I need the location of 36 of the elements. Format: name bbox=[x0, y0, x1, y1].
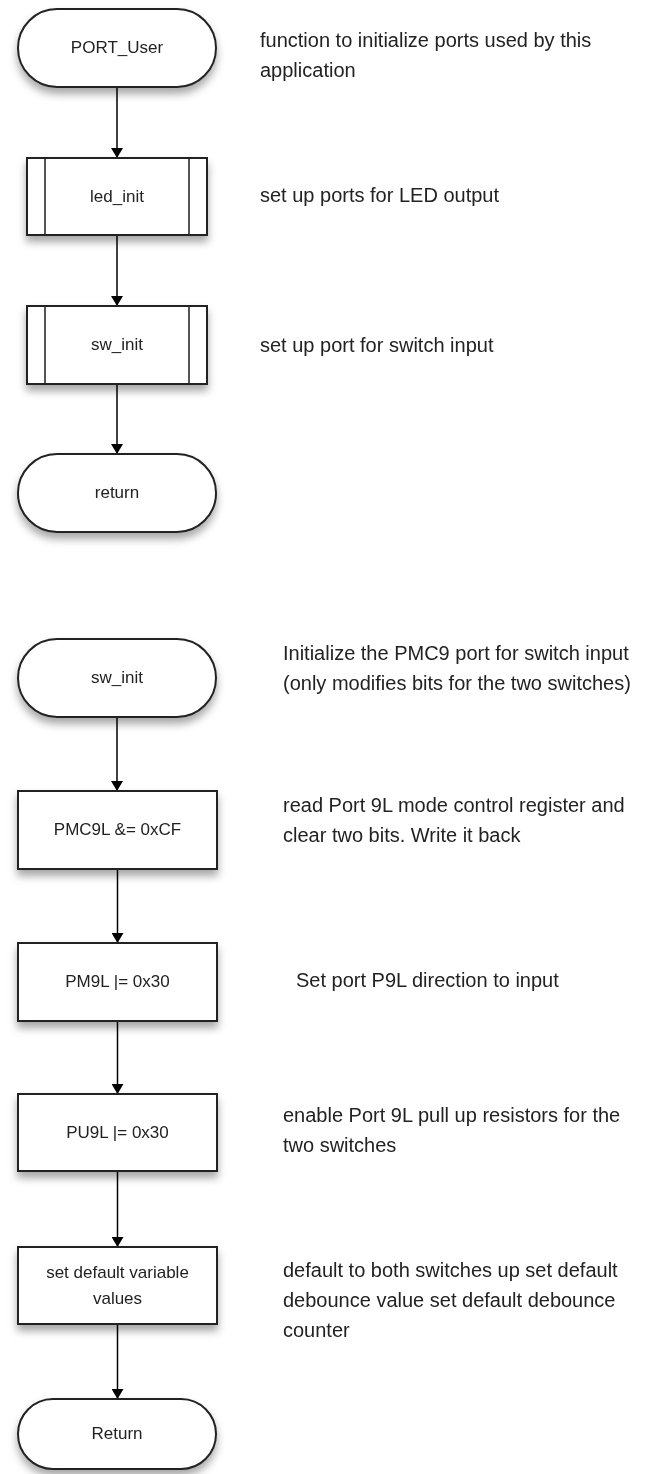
annotation-text: set up ports for LED output bbox=[260, 183, 501, 208]
node-label: PM9L |= 0x30 bbox=[65, 971, 170, 993]
node-label: Return bbox=[91, 1423, 143, 1445]
annotation-text: Initialize the PMC9 port for switch input (only modifies bits for the two switches) bbox=[283, 641, 632, 696]
terminator-shape bbox=[17, 1398, 217, 1470]
terminator-shape bbox=[17, 8, 217, 88]
node-label: PMC9L &= 0xCF bbox=[53, 819, 182, 841]
annotation-text: default to both switches up set default debounce value set default debounce counter bbox=[283, 1258, 619, 1343]
terminator-shape bbox=[17, 453, 217, 533]
annotation-text: enable Port 9L pull up resistors for the two switches bbox=[283, 1103, 622, 1158]
arrow bbox=[111, 1171, 124, 1247]
subroutine-box bbox=[26, 157, 208, 236]
annotation-text: function to initialize ports used by this application bbox=[260, 28, 593, 83]
annotation-text: read Port 9L mode control register and clear two bits. Write it back bbox=[283, 793, 626, 848]
process-box bbox=[17, 1246, 218, 1325]
annotation-text: set up port for switch input bbox=[260, 333, 495, 358]
arrow bbox=[111, 384, 123, 454]
node-label: PU9L |= 0x30 bbox=[66, 1121, 169, 1144]
arrow bbox=[111, 717, 123, 791]
process-box bbox=[17, 790, 218, 870]
arrow bbox=[111, 235, 123, 306]
arrow bbox=[111, 1021, 124, 1094]
subroutine-box bbox=[26, 305, 208, 385]
arrow bbox=[111, 869, 124, 943]
node-label: sw_init bbox=[91, 667, 143, 689]
process-box bbox=[17, 942, 218, 1022]
arrow bbox=[111, 87, 123, 158]
process-box bbox=[17, 1093, 218, 1172]
terminator-shape bbox=[17, 638, 217, 718]
node-label: PORT_User bbox=[70, 37, 164, 59]
annotation-text: Set port P9L direction to input bbox=[296, 968, 560, 993]
node-label: led_init bbox=[90, 185, 144, 208]
arrow bbox=[111, 1324, 124, 1399]
node-label: return bbox=[94, 482, 140, 504]
node-label: set default variable values bbox=[45, 1261, 190, 1310]
node-label: sw_init bbox=[91, 334, 143, 356]
